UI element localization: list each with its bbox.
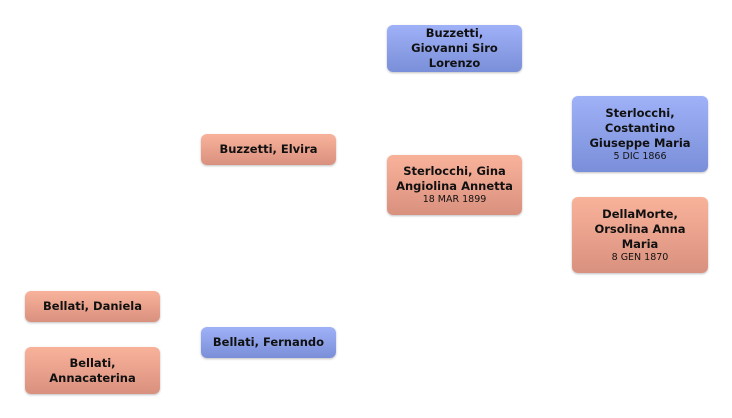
person-box-giovanni-buzzetti[interactable]: Buzzetti, Giovanni Siro Lorenzo xyxy=(387,25,522,72)
person-box-fernando-bellati[interactable]: Bellati, Fernando xyxy=(201,327,336,358)
person-date: 8 GEN 1870 xyxy=(611,251,669,263)
person-box-costantino-sterlocchi[interactable]: Sterlocchi, Costantino Giuseppe Maria 5 … xyxy=(572,96,708,172)
person-box-annacaterina-bellati[interactable]: Bellati, Annacaterina xyxy=(25,347,160,394)
person-name: Bellati, Daniela xyxy=(43,299,142,313)
person-box-daniela-bellati[interactable]: Bellati, Daniela xyxy=(25,291,160,322)
person-name: Sterlocchi, Costantino Giuseppe Maria xyxy=(589,105,691,150)
person-date: 5 DIC 1866 xyxy=(613,150,667,162)
person-name: Bellati, Fernando xyxy=(212,335,325,349)
person-box-elvira-buzzetti[interactable]: Buzzetti, Elvira xyxy=(201,134,336,165)
person-name: Sterlocchi, Gina Angiolina Annetta xyxy=(396,164,513,193)
person-name: Bellati, Annacaterina xyxy=(49,355,136,385)
person-date: 18 MAR 1899 xyxy=(422,194,487,205)
person-name: Buzzetti, Giovanni Siro Lorenzo xyxy=(411,26,498,70)
person-box-orsolina-dellamorte[interactable]: DellaMorte, Orsolina Anna Maria 8 GEN 18… xyxy=(572,197,708,273)
person-name: DellaMorte, Orsolina Anna Maria xyxy=(594,206,686,251)
person-box-gina-sterlocchi[interactable]: Sterlocchi, Gina Angiolina Annetta 18 MA… xyxy=(387,155,522,215)
person-name: Buzzetti, Elvira xyxy=(219,142,318,156)
